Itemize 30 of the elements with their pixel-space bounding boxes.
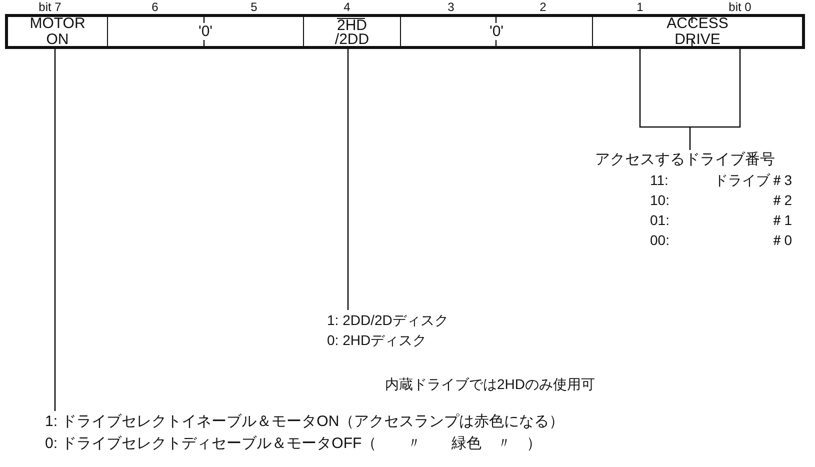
table-cell-text: 01: <box>650 211 670 230</box>
bit-number: 5 <box>250 0 258 14</box>
table-cell-text: 11: <box>650 171 670 190</box>
leader-line <box>54 49 56 411</box>
bit-number: 3 <box>448 0 454 14</box>
bracket-leader-line <box>639 48 741 151</box>
note: 内蔵ドライブでは2HDのみ使用可 <box>385 375 596 394</box>
bit-number: bit 7 <box>38 0 62 14</box>
table-cell-text: ＃0 <box>769 231 792 250</box>
description-text: 1: ドライブセレクトイネーブル＆モータON（アクセスランプは赤色になる） <box>45 412 564 432</box>
bit-number: 2 <box>540 0 546 14</box>
register-bit-field: MOTOR ON <box>5 14 107 49</box>
table-cell-text: ＃1 <box>769 211 792 230</box>
register-bit-field: 2HD /2DD <box>303 14 400 49</box>
bit-number: 1 <box>636 0 644 14</box>
description-text: 1: 2DD/2Dディスク <box>327 311 448 330</box>
bit-number: 4 <box>344 0 350 14</box>
description-text: アクセスするドライブ番号 <box>595 150 776 170</box>
table-cell-text: 10: <box>650 191 670 210</box>
description-text: 0: ドライブセレクトディセーブル＆モータOFF（ 〃 緑色 〃 ） <box>45 434 543 454</box>
table-cell-text: ドライブ＃3 <box>713 171 792 190</box>
table-cell-text: 00: <box>650 231 670 250</box>
register-bit-field: ACCESS DRIVE <box>592 14 805 49</box>
register-bit-field: '0' <box>107 14 303 49</box>
description-text: 0: 2HDディスク <box>327 331 428 350</box>
bit-number: bit 0 <box>728 0 752 14</box>
bit-number: 6 <box>152 0 158 14</box>
table-cell-text: ＃2 <box>769 191 792 210</box>
register-bit-field: '0' <box>400 14 592 49</box>
leader-line <box>347 49 349 310</box>
